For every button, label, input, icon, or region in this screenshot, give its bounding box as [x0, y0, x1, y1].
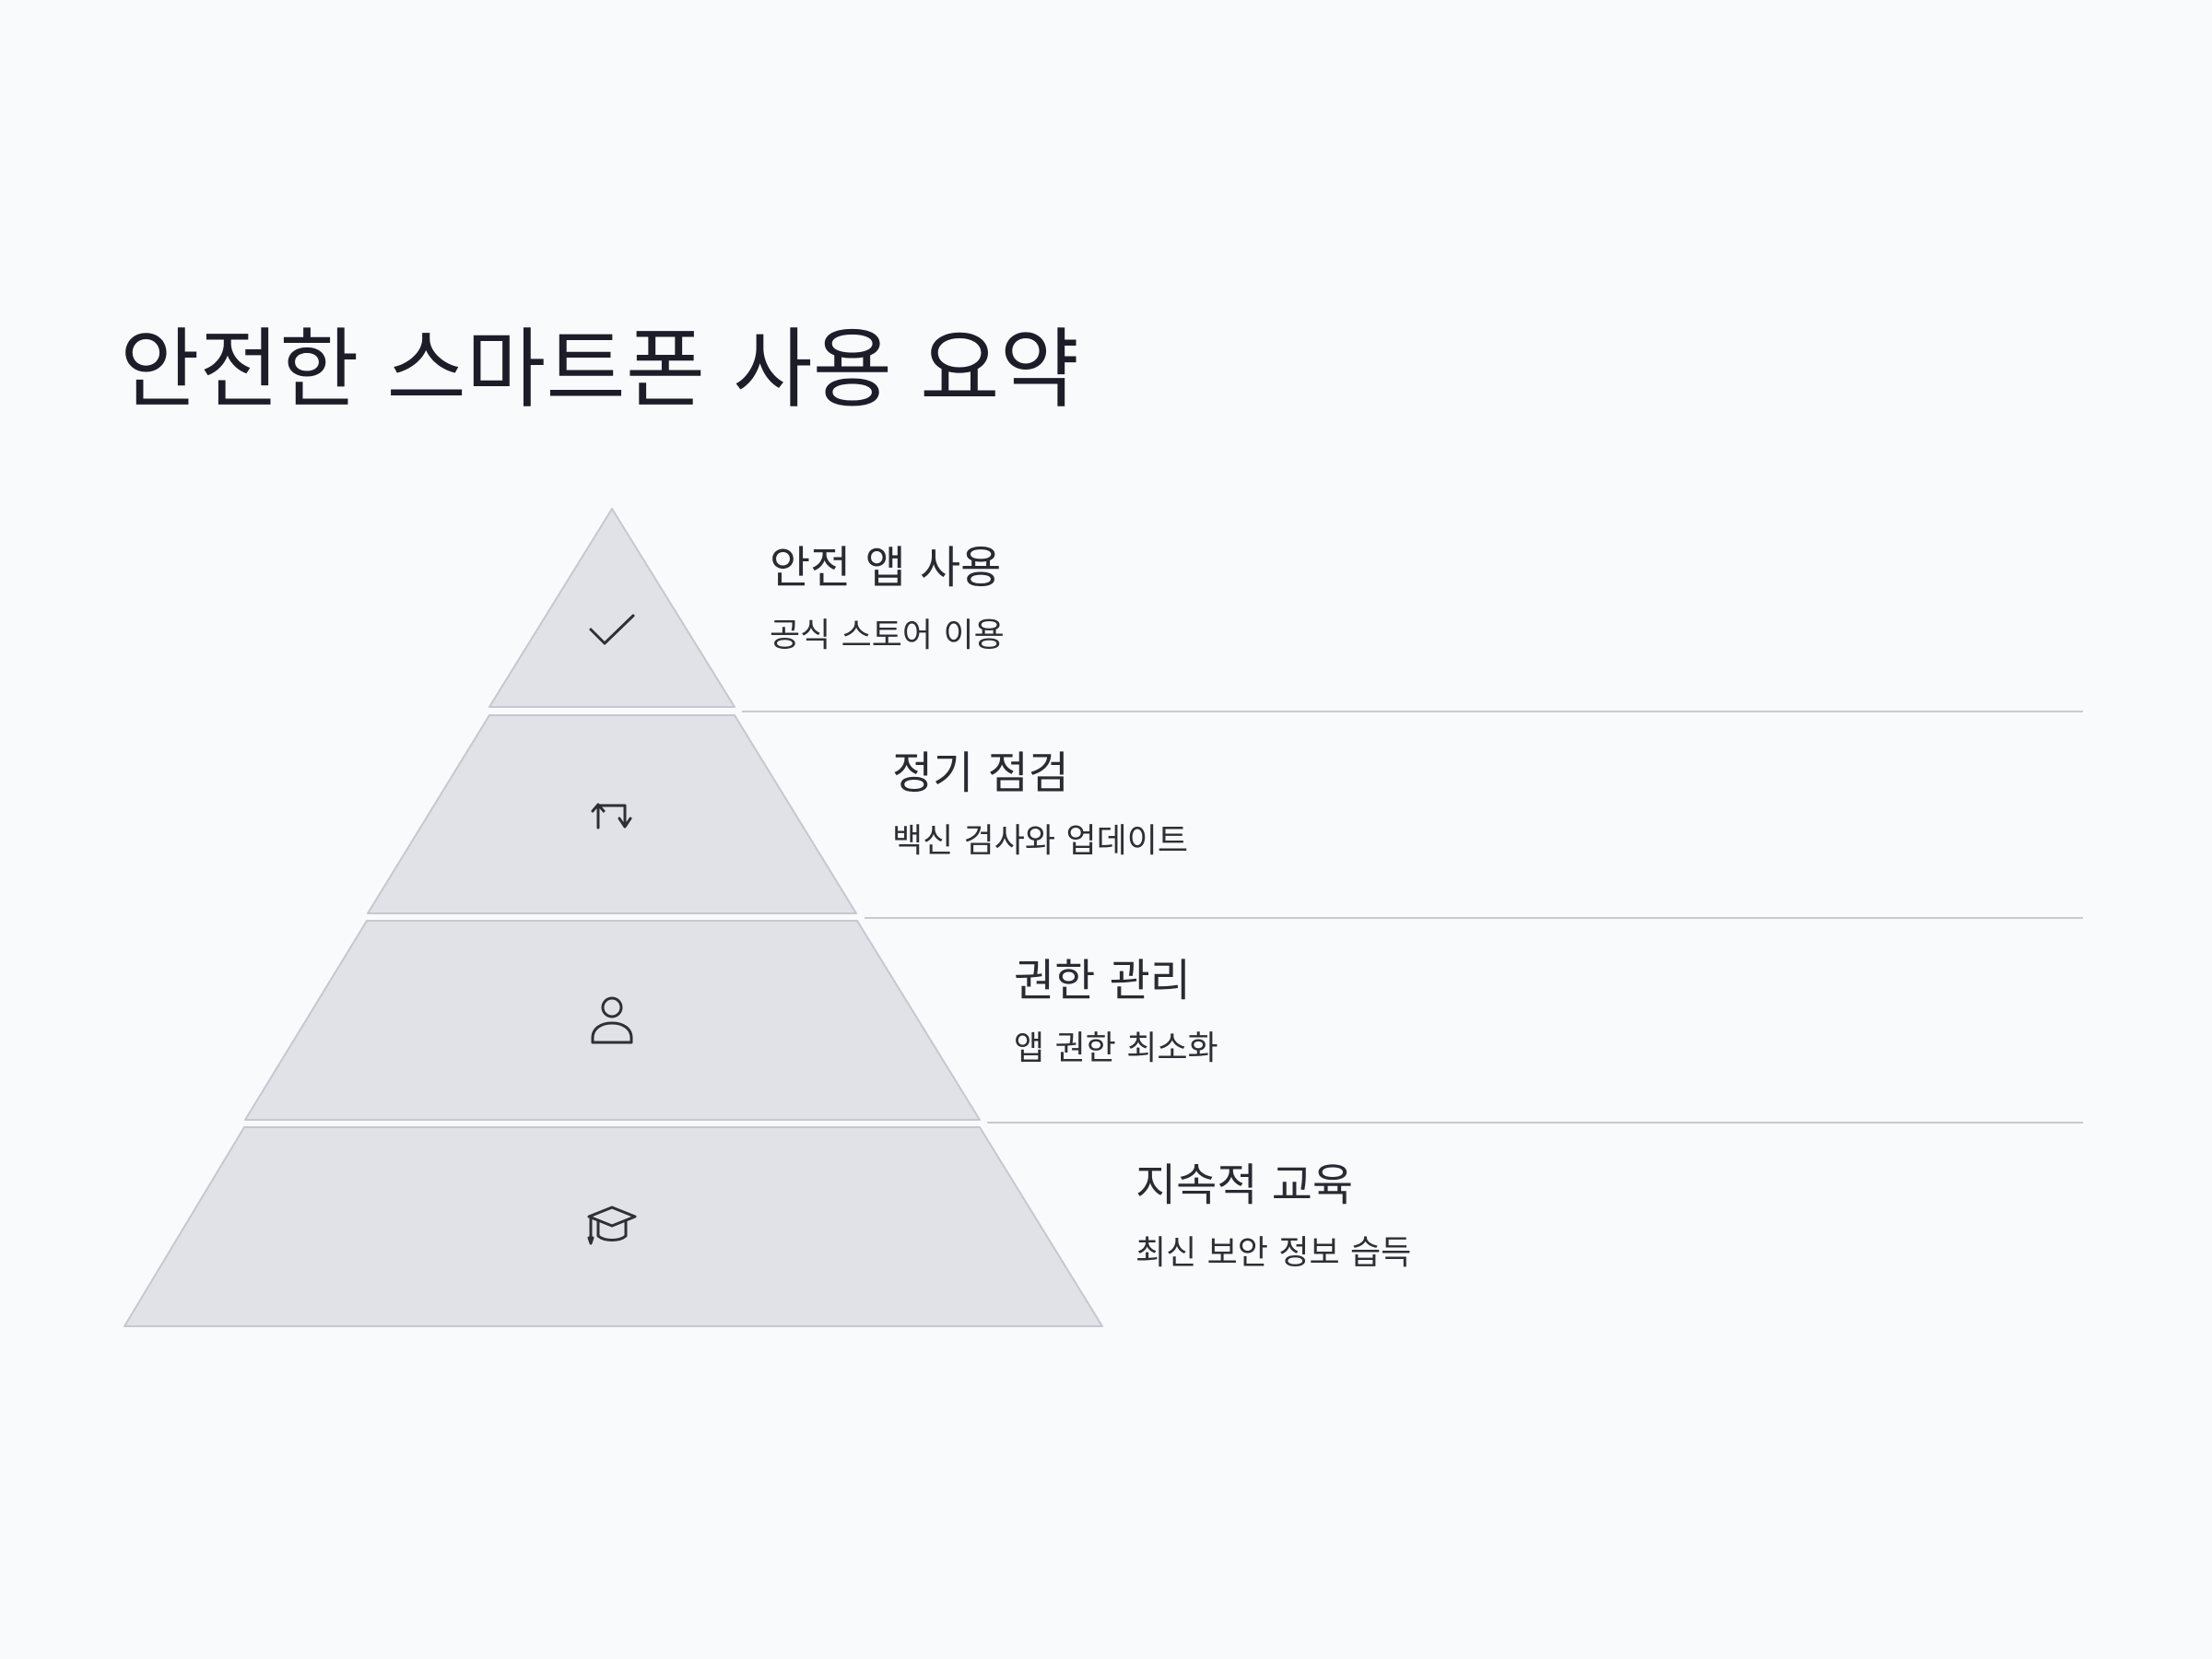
level-label-1: 안전 앱 사용 공식 스토어 이용 [770, 546, 1005, 653]
level-description: 최신 보안 정보 습득 [1135, 1234, 1412, 1272]
level-description: 공식 스토어 이용 [770, 617, 1005, 654]
level-label-4: 지속적 교육 최신 보안 정보 습득 [1135, 1163, 1411, 1270]
page-title: 안전한 스마트폰 사용 요약 [120, 320, 1079, 420]
level-title: 권한 관리 [1014, 955, 1191, 1006]
graduation-cap-icon [587, 1206, 637, 1245]
user-icon [591, 996, 633, 1044]
level-title: 안전 앱 사용 [770, 542, 1002, 594]
pyramid-segment-3 [244, 920, 981, 1121]
pyramid-segment-1 [488, 508, 735, 708]
pyramid-segment-2 [367, 714, 857, 914]
level-description: 백신 검사와 업데이트 [892, 822, 1188, 860]
level-title: 정기 점검 [892, 747, 1069, 799]
level-label-3: 권한 관리 앱 권한 최소화 [1014, 959, 1218, 1065]
repeat-icon [591, 803, 632, 830]
check-icon [589, 614, 635, 645]
level-label-2: 정기 점검 백신 검사와 업데이트 [892, 751, 1188, 858]
level-title: 지속적 교육 [1135, 1159, 1354, 1211]
level-description: 앱 권한 최소화 [1014, 1030, 1218, 1067]
